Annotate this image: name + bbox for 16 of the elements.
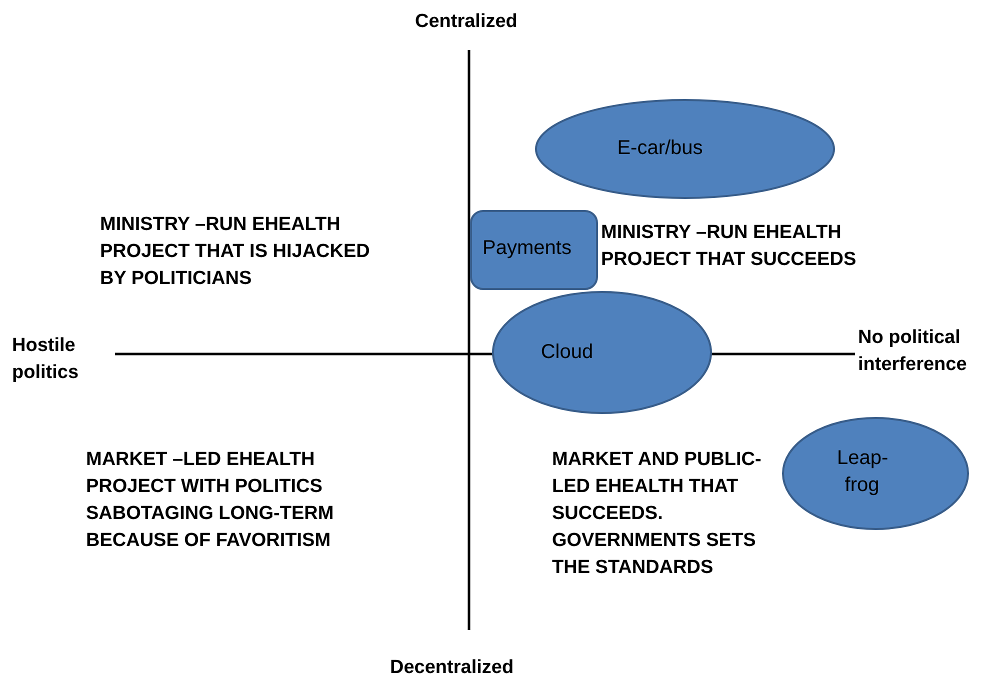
axis-label: No political interference (858, 326, 968, 377)
quadrant-label: MINISTRY –RUN EHEALTH PROJECT THAT SUCCEEDS (601, 221, 858, 272)
axis-label: Decentralized (390, 656, 515, 676)
node-label: E-car/bus (616, 136, 704, 161)
node-label: Leap-frog (837, 446, 887, 498)
axis-label: Hostile politics (12, 334, 80, 385)
quadrant-label: MARKET AND PUBLIC-LED EHEALTH THAT SUCCEEDS. GOVERNMENTS SETS THE STANDARDS (552, 448, 762, 580)
ellipse-node (535, 99, 835, 199)
axis-label: Centralized (415, 10, 518, 34)
quadrant-label: MINISTRY –RUN EHEALTH PROJECT THAT IS HIJACKED BY POLITICIANS (100, 213, 371, 291)
ellipse-node (782, 417, 969, 530)
node-label: Cloud (540, 340, 594, 365)
node-label: Payments (482, 236, 572, 261)
quadrant-label: MARKET –LED EHEALTH PROJECT WITH POLITICS SABOTAGING LONG-TERM BECAUSE OF FAVORITISM (86, 448, 335, 553)
rounded-box-node (470, 210, 598, 290)
ellipse-node (492, 291, 712, 414)
